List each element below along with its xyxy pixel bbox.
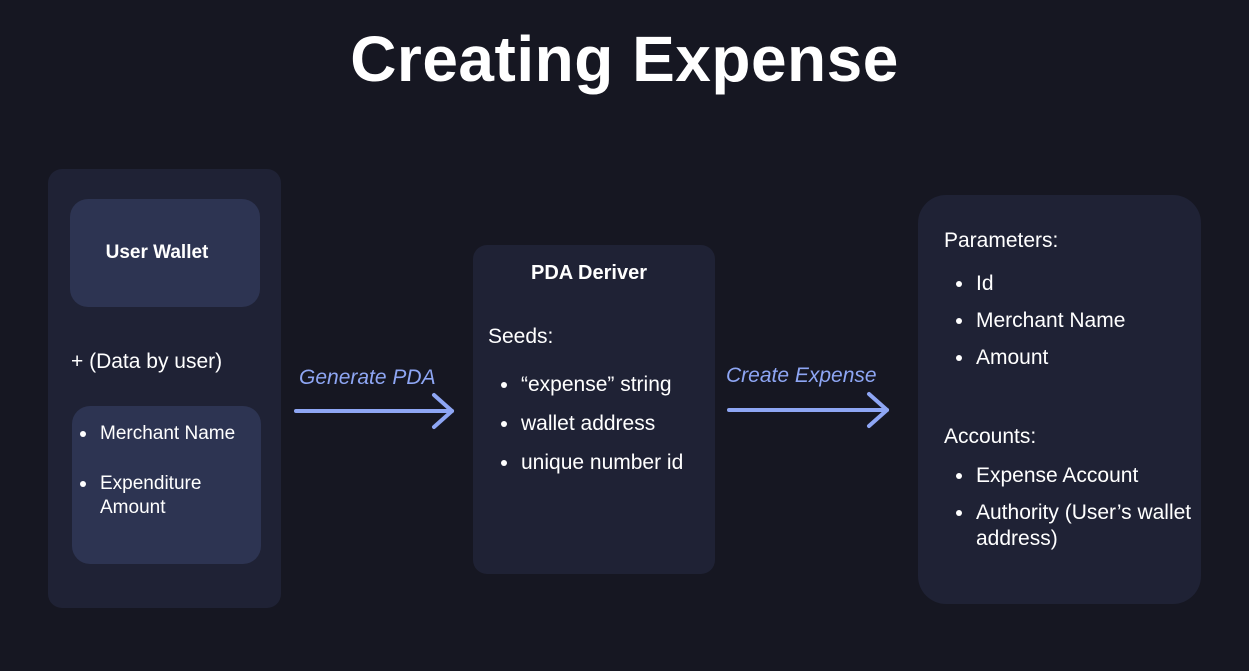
- list-item: Authority (User’s wallet address): [948, 500, 1198, 552]
- user-wallet-label: User Wallet: [105, 242, 209, 263]
- user-data-label: + (Data by user): [71, 350, 223, 373]
- user-data-list: Merchant Name Expenditure Amount: [72, 422, 261, 546]
- parameters-list: Id Merchant Name Amount: [948, 271, 1198, 382]
- pda-deriver-title: PDA Deriver: [531, 262, 647, 284]
- list-item: Amount: [948, 345, 1198, 371]
- list-item: unique number id: [493, 450, 715, 476]
- accounts-list: Expense Account Authority (User’s wallet…: [948, 463, 1198, 563]
- accounts-label: Accounts:: [944, 425, 1037, 448]
- list-item: Id: [948, 271, 1198, 297]
- generate-pda-label: Generate PDA: [299, 366, 436, 389]
- page-title: Creating Expense: [350, 23, 899, 95]
- right-arrow-icon: [727, 392, 889, 428]
- list-item-expenditure-amount: Expenditure Amount: [72, 472, 261, 520]
- list-item: wallet address: [493, 411, 715, 437]
- seeds-label: Seeds:: [488, 325, 554, 348]
- user-data-box: [72, 406, 261, 564]
- parameters-label: Parameters:: [944, 229, 1059, 252]
- right-arrow-icon: [294, 393, 454, 429]
- create-expense-panel: [918, 195, 1201, 604]
- list-item: Merchant Name: [948, 308, 1198, 334]
- pda-deriver-panel: [473, 245, 715, 574]
- list-item-merchant-name: Merchant Name: [72, 422, 261, 446]
- create-expense-label: Create Expense: [726, 364, 877, 387]
- user-wallet-box: User Wallet: [70, 199, 260, 307]
- seeds-list: “expense” string wallet address unique n…: [493, 372, 715, 489]
- list-item: “expense” string: [493, 372, 715, 398]
- list-item: Expense Account: [948, 463, 1198, 489]
